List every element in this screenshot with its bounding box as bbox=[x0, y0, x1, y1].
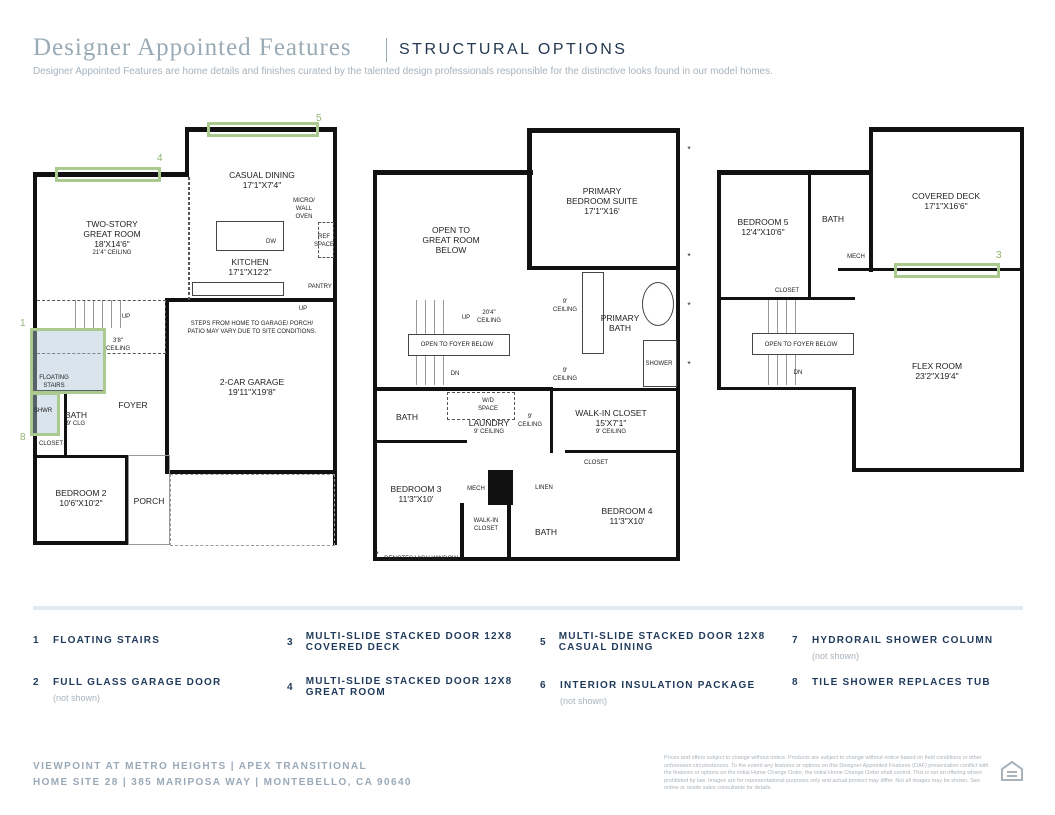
label-ceiling-9a: 9'CEILING bbox=[552, 299, 578, 313]
label-ceiling-204: 20'4"CEILING bbox=[476, 310, 502, 324]
label-open-foyer: OPEN TO FOYER BELOW bbox=[420, 342, 494, 348]
garage-note: STEPS FROM HOME TO GARAGE/ PORCH/PATIO M… bbox=[187, 321, 317, 335]
label-up: UP bbox=[298, 306, 308, 312]
label-up-stairs: UP bbox=[121, 314, 131, 320]
section-divider bbox=[33, 606, 1023, 610]
floating-stairs-highlight bbox=[30, 328, 106, 394]
label-mech: MECH bbox=[467, 486, 485, 492]
page-subtitle: STRUCTURAL OPTIONS bbox=[399, 41, 628, 58]
label-closet: CLOSET bbox=[774, 288, 800, 294]
label-up: UP bbox=[461, 315, 471, 321]
equal-housing-icon bbox=[1001, 760, 1023, 781]
label-shower: SHOWER bbox=[645, 361, 673, 367]
page-title: Designer Appointed Features bbox=[33, 34, 352, 61]
label-ceiling-9c: 9'CEILING bbox=[517, 414, 543, 428]
callout-1: 1 bbox=[20, 318, 26, 329]
casual-dining-door-highlight bbox=[207, 122, 319, 137]
label-shwr: SHWR bbox=[33, 408, 53, 414]
high-window-mark: * bbox=[687, 359, 691, 369]
footer-address: VIEWPOINT AT METRO HEIGHTS | APEX TRANSI… bbox=[33, 761, 412, 788]
label-linen: LINEN bbox=[535, 485, 553, 491]
legal-disclaimer: Prices and offers subject to change with… bbox=[664, 755, 989, 791]
label-ceiling: 3'8"CEILING bbox=[105, 338, 131, 352]
callout-5: 5 bbox=[316, 113, 322, 124]
label-closet: CLOSET bbox=[38, 441, 64, 447]
room-bath-2: BATH bbox=[534, 527, 558, 537]
label-closet: CLOSET bbox=[583, 460, 609, 466]
high-window-mark: * bbox=[687, 251, 691, 261]
room-bath: BATH bbox=[395, 412, 419, 422]
label-ceiling-9b: 9'CEILING bbox=[552, 368, 578, 382]
high-window-note: DENOTES HIGH WINDOW bbox=[384, 556, 458, 562]
label-pantry: PANTRY bbox=[308, 284, 332, 290]
room-foyer: FOYER bbox=[118, 400, 148, 410]
label-mech: MECH bbox=[847, 254, 865, 260]
high-window-mark: * bbox=[375, 549, 379, 559]
page-description: Designer Appointed Features are home det… bbox=[33, 66, 773, 77]
tile-shower-highlight bbox=[30, 392, 60, 436]
great-room-door-highlight bbox=[55, 167, 161, 182]
callout-3: 3 bbox=[996, 250, 1002, 261]
high-window-mark: * bbox=[687, 300, 691, 310]
callout-4: 4 bbox=[157, 153, 163, 164]
label-dw: DW bbox=[266, 239, 276, 245]
high-window-mark: * bbox=[687, 144, 691, 154]
label-open-foyer: OPEN TO FOYER BELOW bbox=[764, 342, 838, 348]
label-dn: DN bbox=[450, 371, 460, 377]
label-dn: DN bbox=[793, 370, 803, 376]
room-porch: PORCH bbox=[133, 496, 165, 506]
title-divider bbox=[386, 38, 387, 62]
covered-deck-door-highlight bbox=[894, 263, 1000, 278]
room-bath: BATH bbox=[821, 214, 845, 224]
